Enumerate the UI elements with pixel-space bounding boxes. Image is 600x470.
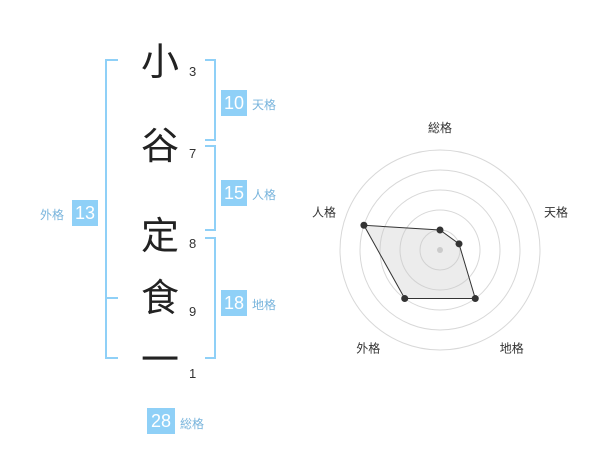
radar-axis-label: 人格 <box>312 204 336 219</box>
gaikaku-value: 13 <box>72 200 98 226</box>
chikaku-label: 地格 <box>252 298 277 312</box>
jinkaku-value: 15 <box>221 180 247 206</box>
radar-ring <box>359 169 521 331</box>
soukaku-value: 28 <box>147 408 175 434</box>
chikaku-bracket <box>205 237 216 359</box>
name-char-2: 谷 <box>140 124 179 168</box>
stroke-count-3: 8 <box>189 236 197 251</box>
radar-point-4 <box>401 295 409 303</box>
name-char-3: 定 <box>140 214 179 258</box>
jinkaku-bracket <box>205 145 216 231</box>
name-char-4: 食 <box>140 276 179 320</box>
stroke-count-1: 3 <box>189 64 197 79</box>
stroke-count-4: 9 <box>189 304 197 319</box>
radar-point-2 <box>455 240 463 248</box>
radar-axis-label: 総格 <box>428 120 452 135</box>
soukaku-label: 総格 <box>180 417 205 431</box>
radar-ring <box>399 209 481 291</box>
gaikaku-bracket <box>105 59 118 359</box>
radar-point-5 <box>360 221 368 229</box>
radar-ring <box>339 149 541 351</box>
name-char-5: 一 <box>140 338 179 382</box>
radar-axis-label: 外格 <box>356 341 380 356</box>
gaikaku-label: 外格 <box>40 208 65 222</box>
jinkaku-label: 人格 <box>252 188 277 202</box>
radar-point-1 <box>436 226 444 234</box>
radar-axis-label: 天格 <box>544 204 568 219</box>
tenkaku-value: 10 <box>221 90 247 116</box>
chikaku-value: 18 <box>221 290 247 316</box>
radar-center <box>437 247 443 253</box>
tenkaku-bracket <box>205 59 216 141</box>
stroke-count-2: 7 <box>189 146 197 161</box>
radar-point-3 <box>471 295 479 303</box>
radar-axis-label: 地格 <box>500 341 524 356</box>
radar-ring <box>379 189 501 311</box>
name-char-1: 小 <box>140 40 179 84</box>
stroke-count-5: 1 <box>189 366 197 381</box>
radar-area <box>363 224 476 300</box>
tenkaku-label: 天格 <box>252 98 277 112</box>
